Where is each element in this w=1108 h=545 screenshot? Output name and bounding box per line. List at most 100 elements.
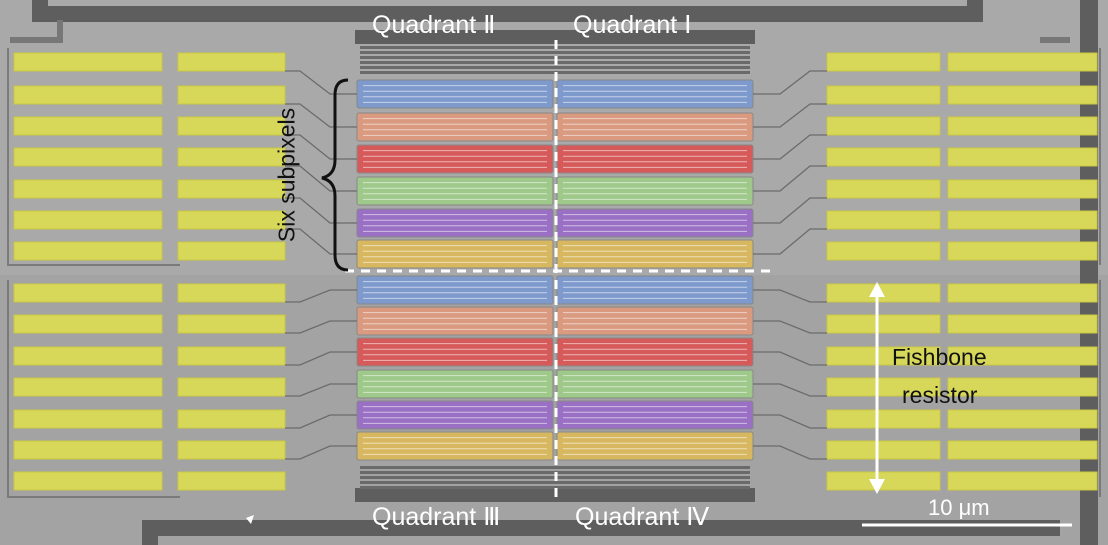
left-pad-outer-5 [177,210,286,230]
left-pad-inner-4 [13,179,163,199]
left-pad-outer-7 [177,283,286,303]
left-pad-frame [7,48,180,498]
subpixel-lower-0-right [556,275,754,305]
scale-bar-label: 10 μm [928,495,990,520]
subpixel-lower-0-left [356,275,554,305]
subpixel-lower-2-right [556,337,754,367]
left-pad-inner-2 [13,116,163,136]
subpixel-upper-2-left [356,144,554,174]
right-pad-inner-0 [826,52,941,72]
right-wire-4 [753,197,827,224]
left-pad-inner-12 [13,440,163,460]
subpixel-lower-1-right [556,306,754,336]
right-pad-inner-4 [826,179,941,199]
frame-bottom [142,520,1060,545]
left-wire-1 [285,103,357,128]
right-pad-outer-9 [947,346,1098,366]
bottom-dark-finger-4 [360,486,750,489]
left-pad-inner-9 [13,346,163,366]
frame-top [32,0,983,22]
quadrant-1-label: Quadrant Ⅰ [573,11,692,39]
right-wire-8 [753,351,827,366]
right-pad-inner-12 [826,440,941,460]
dust-particle [246,515,254,524]
subpixel-upper-3-left [356,176,554,206]
quadrant-3-label: Quadrant Ⅲ [372,503,501,531]
bottom-dark-finger-0 [360,466,750,469]
right-pad-inner-11 [826,409,941,429]
quadrant-4-label: Quadrant Ⅳ [575,503,710,531]
left-pad-outer-11 [177,409,286,429]
subpixel-upper-1-right [556,112,754,142]
left-wire-2 [285,134,357,160]
left-wire-3 [285,165,357,192]
right-wire-2 [753,134,827,160]
subpixel-lower-3-right [556,369,754,399]
right-wire-10 [753,414,827,429]
right-pad-outer-0 [947,52,1098,72]
left-wire-4 [285,197,357,224]
left-pad-inner-5 [13,210,163,230]
left-wire-7 [285,320,357,334]
subpixel-lower-4-right [556,400,754,430]
right-pad-outer-2 [947,116,1098,136]
bottom-dark-finger-3 [360,481,750,484]
left-pad-outer-0 [177,52,286,72]
right-wire-3 [753,165,827,192]
left-pad-outer-4 [177,179,286,199]
right-pad-inner-2 [826,116,941,136]
left-pad-outer-8 [177,314,286,334]
right-pad-inner-6 [826,241,941,261]
center-frame-top [355,30,755,44]
right-wire-0 [753,70,827,95]
right-pad-outer-4 [947,179,1098,199]
left-pad-outer-12 [177,440,286,460]
left-pad-inner-11 [13,409,163,429]
right-wire-5 [753,228,827,255]
subpixel-lower-4-left [356,400,554,430]
frame-bracket [10,20,1070,43]
right-pad-inner-5 [826,210,941,230]
right-wire-9 [753,383,827,397]
subpixel-upper-0-right [556,79,754,109]
right-pad-outer-10 [947,377,1098,397]
right-pad-outer-12 [947,440,1098,460]
right-pad-outer-1 [947,85,1098,105]
left-pad-inner-1 [13,85,163,105]
subpixel-lower-5-left [356,431,554,461]
left-pad-outer-2 [177,116,286,136]
right-pad-inner-7 [826,283,941,303]
right-wire-1 [753,103,827,128]
left-wire-9 [285,383,357,397]
left-wire-11 [285,445,357,460]
left-pad-outer-3 [177,147,286,167]
left-pad-inner-13 [13,471,163,491]
left-wire-6 [285,289,357,303]
fishbone-label-line2: resistor [902,382,978,408]
left-pad-outer-6 [177,241,286,261]
subpixel-upper-2-right [556,144,754,174]
top-dark-finger-4 [360,66,750,69]
left-pad-outer-10 [177,377,286,397]
fishbone-arrow-head-bottom [869,479,885,494]
subpixel-upper-3-right [556,176,754,206]
subpixel-upper-5-right [556,239,754,269]
fishbone-arrow-head-top [869,282,885,297]
left-wire-10 [285,414,357,429]
subpixel-upper-0-left [356,79,554,109]
right-pad-inner-8 [826,314,941,334]
right-pad-inner-10 [826,377,941,397]
subpixel-upper-4-right [556,208,754,238]
subpixel-upper-5-left [356,239,554,269]
subpixel-upper-1-left [356,112,554,142]
right-pad-outer-6 [947,241,1098,261]
right-wire-6 [753,289,827,303]
left-pad-inner-8 [13,314,163,334]
right-pad-outer-11 [947,409,1098,429]
right-pad-outer-8 [947,314,1098,334]
left-pad-inner-0 [13,52,163,72]
left-pad-inner-3 [13,147,163,167]
right-pad-inner-1 [826,85,941,105]
